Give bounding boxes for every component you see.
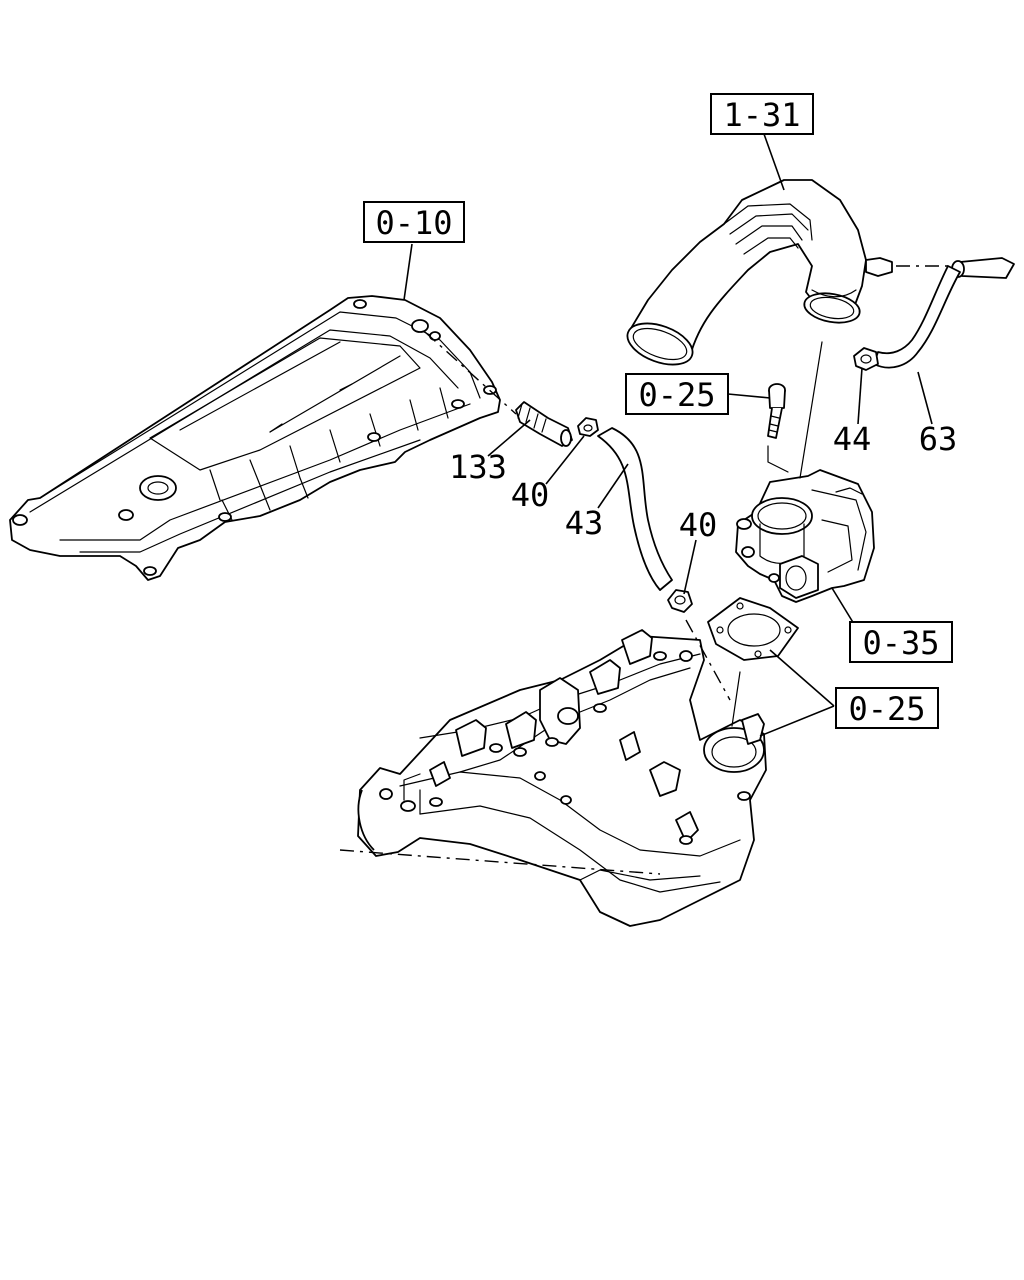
callout-44: 44 bbox=[833, 420, 872, 458]
ref-label-0-35: 0-35 bbox=[862, 624, 939, 662]
callout-43: 43 bbox=[565, 504, 604, 542]
ref-box-0-10: 0-10 bbox=[363, 201, 465, 243]
breather-hose bbox=[873, 257, 1015, 369]
center-lines bbox=[339, 265, 950, 875]
callout-40-upper: 40 bbox=[511, 476, 550, 514]
callout-numbers: 133 40 43 40 44 63 bbox=[449, 420, 957, 544]
cylinder-head-cover bbox=[9, 295, 501, 581]
ref-label-0-25-gasket: 0-25 bbox=[848, 690, 925, 728]
hose-clip-lower bbox=[667, 589, 693, 613]
hose-clip-44 bbox=[853, 347, 879, 371]
air-intake-duct bbox=[626, 179, 893, 366]
callout-63: 63 bbox=[919, 420, 958, 458]
pcv-hose bbox=[597, 427, 673, 591]
callout-40-lower: 40 bbox=[679, 506, 718, 544]
hose-clip-upper bbox=[577, 417, 599, 437]
throttle-body bbox=[735, 469, 875, 603]
ref-label-0-10: 0-10 bbox=[375, 204, 452, 242]
ref-label-1-31: 1-31 bbox=[723, 96, 800, 134]
ref-box-0-25-gasket: 0-25 bbox=[835, 687, 939, 729]
callout-133: 133 bbox=[449, 448, 507, 486]
ref-box-0-25-bolt: 0-25 bbox=[625, 373, 729, 415]
ref-box-0-35: 0-35 bbox=[849, 621, 953, 663]
leader-lines bbox=[403, 133, 933, 737]
ref-label-0-25-bolt: 0-25 bbox=[638, 376, 715, 414]
ref-box-1-31: 1-31 bbox=[710, 93, 814, 135]
throttle-body-bolt bbox=[767, 383, 786, 439]
throttle-body-gasket bbox=[707, 597, 799, 661]
intake-manifold bbox=[357, 629, 767, 927]
pcv-valve bbox=[515, 401, 573, 447]
